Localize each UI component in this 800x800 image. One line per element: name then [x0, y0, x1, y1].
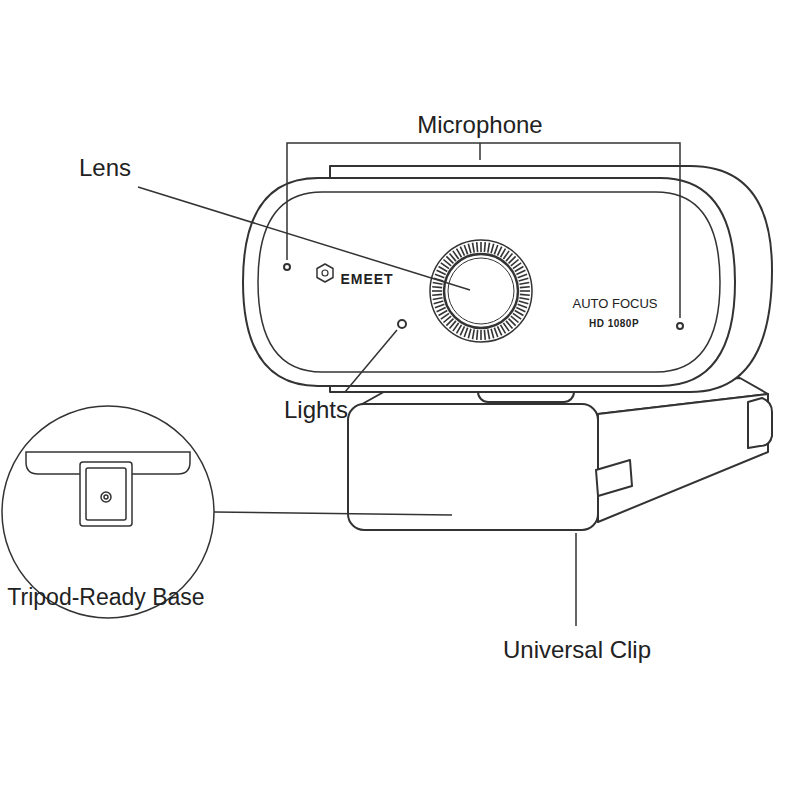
lens-glass: [448, 258, 514, 324]
lens-tooth: [494, 328, 497, 337]
lens-teeth: [432, 242, 530, 340]
lens-tooth: [464, 245, 467, 254]
part-label: Microphone: [417, 112, 542, 138]
part-label: Lights: [284, 397, 348, 423]
lens-tooth: [518, 274, 527, 277]
logo-icon: [317, 264, 333, 282]
lens-tooth: [519, 301, 529, 304]
part-label: Lens: [79, 155, 131, 181]
tripod-leader: [214, 512, 452, 515]
lights-leader: [345, 330, 397, 392]
lens-tooth: [472, 329, 474, 339]
lens-tooth: [519, 298, 529, 300]
inset-circle: [2, 406, 214, 618]
lens-tooth: [439, 311, 448, 316]
lens-tooth: [468, 329, 471, 339]
lens-tooth: [484, 242, 486, 252]
lens-tooth: [484, 330, 486, 340]
part-label: Tripod-Ready Base: [7, 585, 204, 610]
lens-tooth: [457, 249, 462, 258]
lens-tooth: [519, 282, 529, 284]
clip-hinge: [748, 398, 772, 448]
lens-tooth: [520, 286, 530, 288]
lens-tooth: [435, 304, 444, 307]
device-print: HD 1080P: [589, 318, 639, 329]
inset-foot-inner: [86, 468, 126, 520]
lens-tooth: [432, 290, 442, 292]
lens-tooth: [472, 243, 474, 253]
lens-tooth: [437, 307, 446, 311]
lens-tooth: [433, 298, 443, 300]
lens-tooth: [488, 329, 490, 339]
lens-tooth: [434, 301, 444, 304]
tripod-screw-core: [104, 495, 108, 499]
lens-tooth: [491, 244, 494, 254]
light-dot: [398, 320, 406, 328]
tripod-screw: [101, 492, 111, 502]
microphone-bracket-tick: [479, 143, 481, 160]
lens-bezel: [444, 254, 518, 328]
camera-front: [243, 178, 735, 386]
lens-tooth: [497, 326, 501, 335]
lens-tooth: [518, 304, 527, 307]
lens-tooth: [464, 328, 467, 337]
microphone-dot: [284, 264, 290, 270]
lens-tooth: [480, 330, 482, 340]
lens-tooth: [468, 244, 471, 254]
clip-slot: [596, 460, 632, 496]
clip-front: [348, 404, 598, 530]
device-print: AUTO FOCUS: [573, 297, 658, 311]
lens-tooth: [516, 307, 525, 311]
lens-tooth: [460, 326, 464, 335]
lens-tooth: [520, 290, 530, 292]
lens-tooth: [435, 274, 444, 277]
lens-tooth: [433, 282, 443, 284]
lens-tooth: [476, 330, 478, 340]
clip-leader: [575, 533, 577, 626]
inset-foot: [80, 462, 132, 526]
logo-icon-core: [322, 270, 328, 276]
faceplate: [258, 192, 720, 372]
microphone-dot: [677, 323, 683, 329]
part-label: Universal Clip: [503, 637, 651, 663]
microphone-bracket: [287, 143, 680, 318]
lens-tooth: [432, 286, 442, 288]
clip-side: [598, 394, 768, 522]
lens-ring: [430, 240, 532, 342]
lens-tooth: [432, 294, 442, 296]
lens-tooth: [494, 245, 497, 254]
lens-tooth: [476, 242, 478, 252]
lens-tooth: [516, 270, 525, 274]
lens-tooth: [497, 247, 501, 256]
lens-tooth: [460, 247, 464, 256]
lens-tooth: [519, 278, 529, 281]
lens-tooth: [488, 243, 490, 253]
lens-tooth: [480, 242, 482, 252]
brand-logo-text: EMEET: [340, 272, 393, 287]
lens-leader: [138, 187, 470, 290]
lens-tooth: [501, 325, 506, 334]
lens-tooth: [520, 294, 530, 296]
lens-tooth: [491, 329, 494, 339]
lens-tooth: [515, 267, 524, 272]
lens-tooth: [437, 270, 446, 274]
